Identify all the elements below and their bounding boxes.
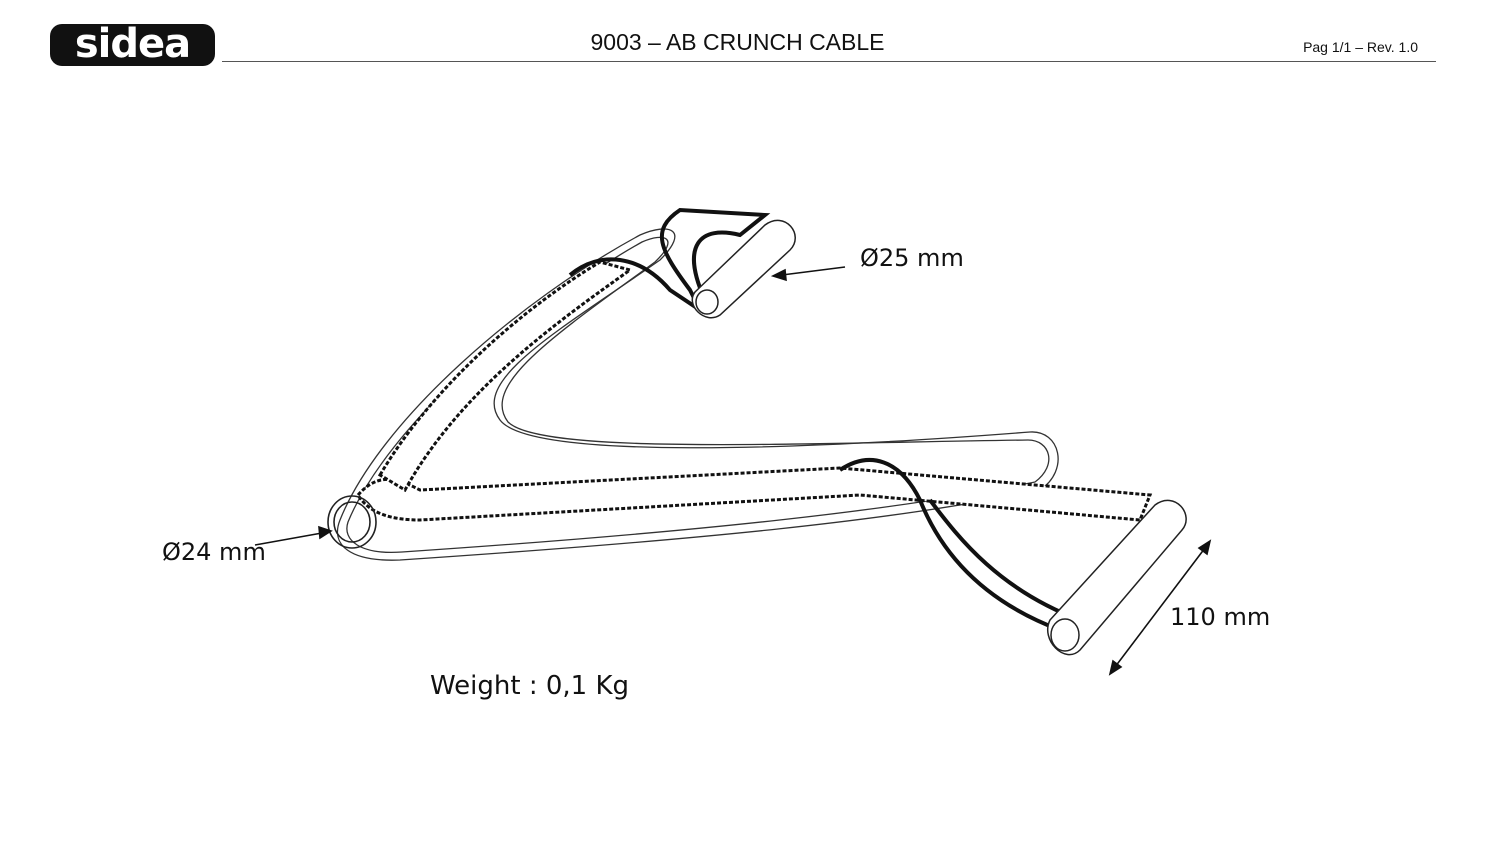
page-revision: Pag 1/1 – Rev. 1.0: [1303, 39, 1418, 55]
straps: [356, 207, 1153, 633]
ring-diameter-label: Ø24 mm: [162, 538, 266, 566]
top-handle: [691, 219, 796, 319]
header-rule: [222, 61, 1436, 62]
handle-diameter-label: Ø25 mm: [860, 244, 964, 272]
o-ring: [327, 495, 377, 549]
handle-length-label: 110 mm: [1170, 603, 1271, 631]
document-title: 9003 – AB CRUNCH CABLE: [590, 29, 885, 55]
bottom-handle: [1047, 499, 1187, 656]
weight-label: Weight : 0,1 Kg: [430, 671, 630, 701]
sidea-logo: sidea: [50, 24, 215, 66]
cable-loops: [336, 228, 1059, 561]
dimension-arrows: [254, 266, 1212, 676]
